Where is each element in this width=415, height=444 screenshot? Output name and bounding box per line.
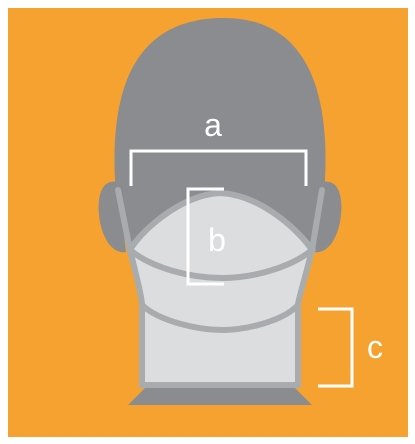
label-a: a bbox=[204, 107, 222, 143]
label-b: b bbox=[208, 222, 226, 258]
label-c: c bbox=[367, 329, 383, 365]
